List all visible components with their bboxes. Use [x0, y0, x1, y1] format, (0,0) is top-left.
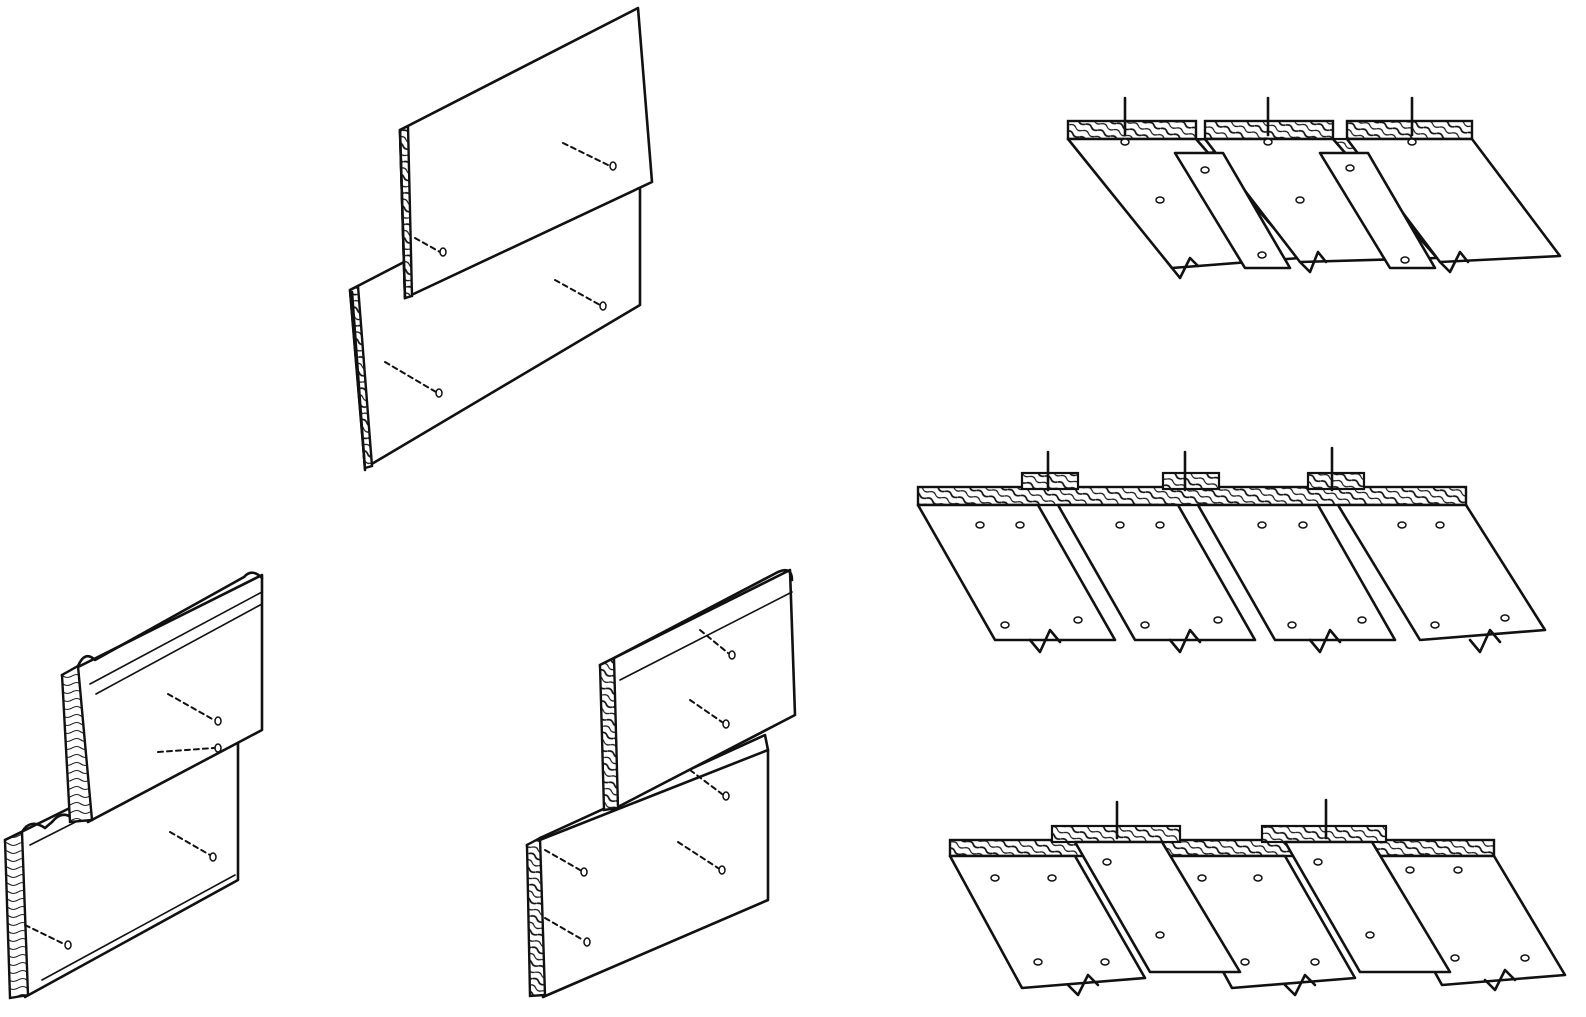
- board-batten-gaps-figure: [916, 446, 1547, 654]
- board-on-board-figure: [948, 798, 1567, 997]
- rustic-siding-figure: [3, 571, 264, 1000]
- bevel-siding-figure: [348, 6, 654, 472]
- board-batten-figure: [1066, 96, 1562, 280]
- drop-siding-figure: [525, 568, 797, 999]
